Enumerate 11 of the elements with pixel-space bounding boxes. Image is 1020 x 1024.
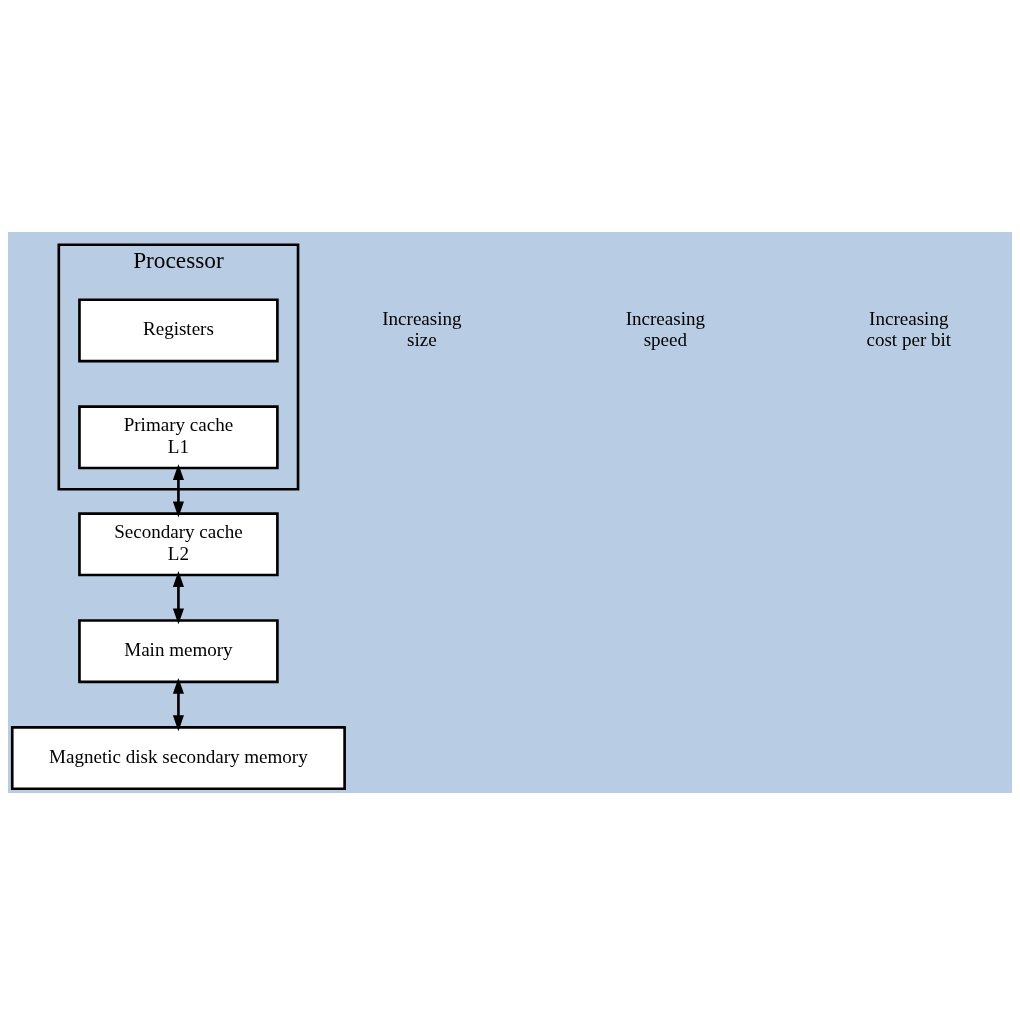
arrow <box>172 677 184 731</box>
arrow <box>172 570 184 624</box>
node-box: Primary cache L1 <box>78 404 279 469</box>
label: Increasing cost per bit <box>866 307 952 350</box>
node-box: Main memory <box>78 618 279 683</box>
label: Increasing size <box>382 307 462 350</box>
label: Increasing speed <box>625 307 705 350</box>
node-box: Secondary cache L2 <box>78 511 279 576</box>
node-box: Magnetic disk secondary memory <box>10 725 346 790</box>
arrow <box>172 463 184 517</box>
node-box: Registers <box>78 297 279 362</box>
